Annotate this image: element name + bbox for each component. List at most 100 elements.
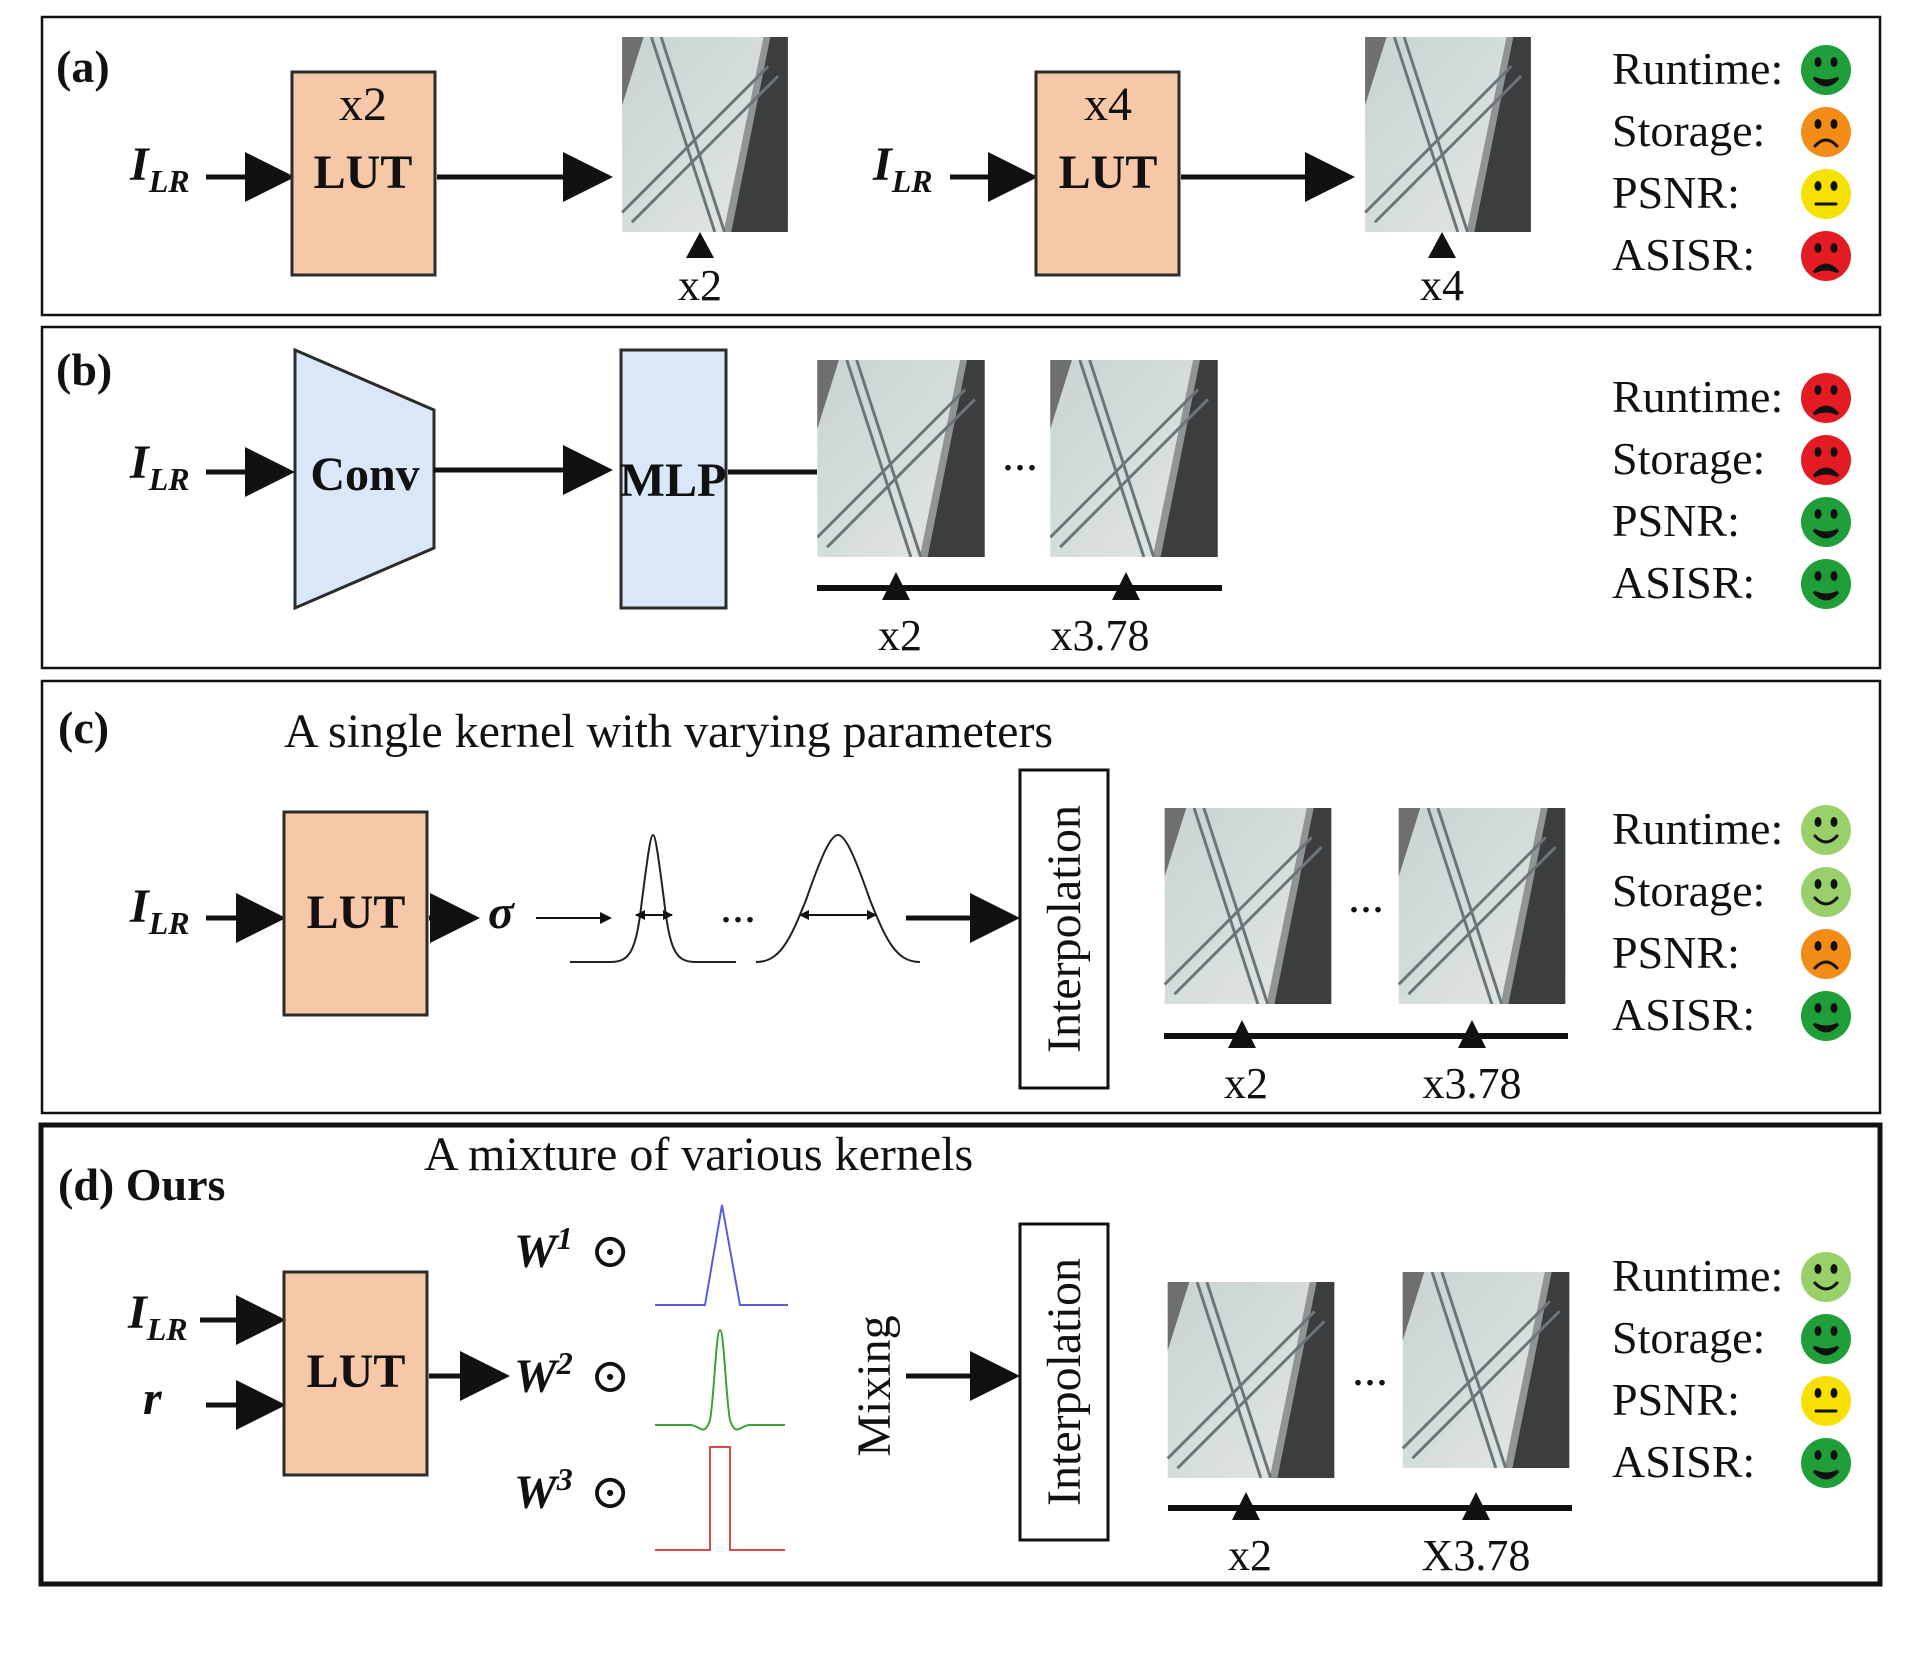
panel-a-output-image-x2 [621, 37, 789, 232]
panel-a-lut-x4-box [1034, 70, 1181, 277]
panel-a: (a) ILR x2 LUT x2 ILR x4 LUT x4 Runtime:… [40, 15, 1882, 317]
panel-a-marker-x4 [1428, 232, 1456, 258]
panel-d-box-kernel [655, 1446, 785, 1551]
panel-b-metric-runtime-worst-face-icon [1801, 373, 1851, 423]
panel-d-tag: (d) Ours [58, 1159, 225, 1210]
panel-a-metric-runtime-label: Runtime: [1612, 43, 1783, 94]
panel-d-marker-x378 [1462, 1492, 1490, 1520]
panel-b-metric-asisr-label: ASISR: [1612, 557, 1755, 608]
panel-c-marker-x2 [1228, 1020, 1256, 1048]
panel-a-metrics: Runtime: Storage: PSNR: ASISR: [1612, 43, 1851, 281]
panel-d-output-image-x2 [1167, 1282, 1335, 1478]
panel-b: (b) ILR Conv MLP ... x2 x3.78 Runtime:St… [40, 325, 1882, 670]
panel-b-frame [40, 325, 1882, 670]
panel-c-interpolation-box [1018, 768, 1110, 1090]
panel-c-metric-psnr-bad-face-icon [1801, 929, 1851, 979]
panel-d-weight-3-op: ⊙ [590, 1466, 630, 1519]
panel-d-lut-label: LUT [307, 1345, 406, 1398]
panel-d-metric-storage-good-face-icon [1801, 1314, 1851, 1364]
panel-a-metric-storage-bad-face-icon [1801, 107, 1851, 157]
panel-d-input-r-label: r [143, 1372, 163, 1425]
panel-b-metric-psnr-label: PSNR: [1612, 495, 1740, 546]
panel-b-scale-min: x2 [878, 611, 922, 660]
panel-c-metric-runtime-fair-face-icon [1801, 805, 1851, 855]
panel-a-metric-asisr-worst-face-icon [1801, 231, 1851, 281]
panel-a-output-image-x4 [1364, 37, 1532, 232]
panel-b-output-image-x378 [1050, 360, 1218, 557]
panel-d-weight-1: W1 ⊙ [514, 1220, 630, 1278]
panel-b-metric-asisr-good-face-icon [1801, 559, 1851, 609]
panel-d-input-label: ILR [127, 1286, 188, 1347]
panel-d-metric-asisr-good-face-icon [1801, 1438, 1851, 1488]
panel-c-output-image-x2 [1164, 808, 1332, 1004]
panel-c-ellipsis: ... [1348, 870, 1384, 923]
panel-a-frame [40, 15, 1882, 317]
panel-b-conv-label: Conv [310, 448, 419, 501]
panel-d-weight-1-op: ⊙ [590, 1225, 630, 1278]
panel-d-scale-max: X3.78 [1422, 1531, 1531, 1580]
panel-c-metric-runtime-label: Runtime: [1612, 803, 1783, 854]
panel-d-mixing-label: Mixing [848, 1315, 901, 1456]
panel-d: (d) Ours A mixture of various kernels IL… [38, 1122, 1883, 1587]
panel-c-metric-psnr-label: PSNR: [1612, 927, 1740, 978]
panel-b-output-image-x2 [817, 360, 985, 557]
panel-c-output-image-x378 [1398, 808, 1566, 1004]
panel-a-lut-x4-name: LUT [1059, 146, 1158, 199]
panel-b-input-label: ILR [129, 436, 190, 497]
panel-d-weight-3: W3 ⊙ [514, 1461, 630, 1519]
panel-d-weight-1-label: W1 [514, 1220, 573, 1278]
panel-c-narrow-gaussian-kernel [570, 833, 736, 963]
panel-d-frame [38, 1122, 1883, 1587]
panel-d-weight-2: W2 ⊙ [514, 1345, 630, 1403]
panel-a-marker-x2 [686, 232, 714, 258]
panel-d-output-image-x378 [1402, 1272, 1570, 1468]
panel-a-lut-x2-box [290, 70, 437, 277]
panel-c-lut-box [282, 810, 429, 1017]
panel-d-lut-box [282, 1270, 429, 1477]
panel-c-lut-label: LUT [307, 886, 406, 939]
panel-b-metric-storage-worst-face-icon [1801, 435, 1851, 485]
panel-b-metric-storage-label: Storage: [1612, 433, 1765, 484]
panel-d-metric-psnr-label: PSNR: [1612, 1374, 1740, 1425]
panel-a-tag: (a) [56, 41, 110, 92]
panel-a-lut-x4-scale: x4 [1084, 78, 1132, 131]
panel-b-marker-x378 [1112, 572, 1140, 600]
panel-c-scale-max: x3.78 [1423, 1059, 1522, 1108]
panel-d-weight-3-label: W3 [514, 1461, 573, 1519]
panel-d-weight-2-op: ⊙ [590, 1350, 630, 1403]
panel-c-marker-x378 [1458, 1020, 1486, 1048]
panel-c: (c) A single kernel with varying paramet… [40, 679, 1882, 1115]
panel-a-scale-x2: x2 [678, 261, 722, 310]
panel-c-interpolation-label: Interpolation [1038, 805, 1091, 1053]
panel-d-marker-x2 [1232, 1492, 1260, 1520]
panel-b-metrics: Runtime:Storage:PSNR:ASISR: [1612, 371, 1851, 609]
panel-b-marker-x2 [882, 572, 910, 600]
panel-a-input-label: ILR [129, 138, 190, 199]
panel-a-metric-asisr-label: ASISR: [1612, 229, 1755, 280]
panel-c-tag: (c) [58, 702, 109, 753]
panel-c-wide-gaussian-kernel [755, 833, 921, 963]
panel-d-metric-asisr-label: ASISR: [1612, 1436, 1755, 1487]
panel-d-metrics: Runtime:Storage:PSNR:ASISR: [1612, 1250, 1851, 1488]
panel-c-input-label: ILR [129, 880, 190, 941]
panel-d-metric-runtime-fair-face-icon [1801, 1252, 1851, 1302]
panel-a-metric-storage-label: Storage: [1612, 105, 1765, 156]
panel-d-triangle-kernel [655, 1204, 788, 1306]
panel-a-input-label-2: ILR [872, 138, 933, 199]
panel-c-caption: A single kernel with varying parameters [284, 705, 1053, 758]
panel-a-metric-psnr-label: PSNR: [1612, 167, 1740, 218]
panel-c-sigma-label: σ [488, 886, 515, 939]
panel-b-metric-psnr-good-face-icon [1801, 497, 1851, 547]
panel-d-interpolation-box [1018, 1222, 1110, 1542]
panel-c-metric-asisr-label: ASISR: [1612, 989, 1755, 1040]
panel-d-metric-runtime-label: Runtime: [1612, 1250, 1783, 1301]
panel-d-scale-min: x2 [1228, 1531, 1272, 1580]
panel-a-metric-psnr-neutral-face-icon [1801, 169, 1851, 219]
panel-c-scale-min: x2 [1224, 1059, 1268, 1108]
panel-d-ellipsis: ... [1352, 1343, 1388, 1396]
panel-b-conv-encoder [293, 347, 436, 611]
panel-a-scale-x4: x4 [1420, 261, 1464, 310]
panel-a-lut-x2-scale: x2 [339, 78, 387, 131]
